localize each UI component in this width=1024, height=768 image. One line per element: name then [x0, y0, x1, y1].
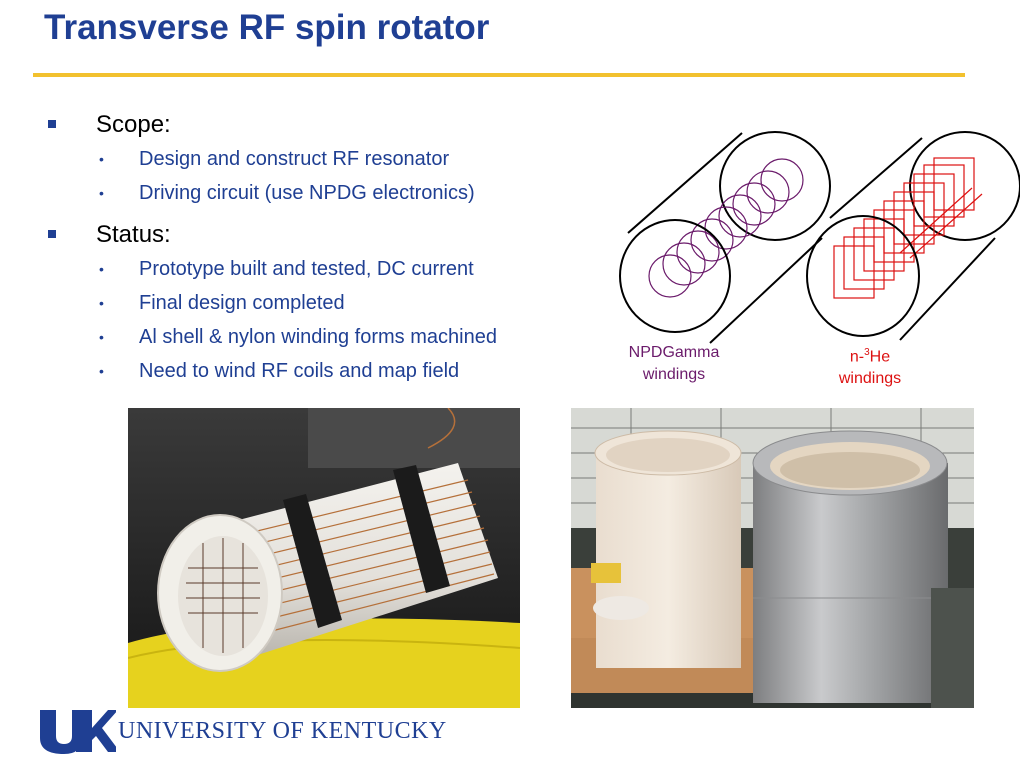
n3he-caption: n-3He windings: [800, 342, 940, 390]
dot-bullet-icon: •: [99, 363, 104, 379]
bullet-scope: Scope:: [44, 108, 614, 142]
dot-bullet-icon: •: [99, 151, 104, 167]
sub-bullet: • Need to wind RF coils and map field: [44, 354, 614, 388]
scope-label: Scope:: [96, 111, 171, 138]
sub-bullet: • Driving circuit (use NPDG electronics): [44, 176, 614, 210]
sub-bullet-text: Al shell & nylon winding forms machined: [139, 326, 497, 348]
sub-bullet: • Design and construct RF resonator: [44, 142, 614, 176]
square-bullet-icon: [48, 120, 56, 128]
sub-bullet: • Final design completed: [44, 286, 614, 320]
bullet-list: Scope: • Design and construct RF resonato…: [44, 108, 614, 388]
npdg-caption: NPDGamma windings: [604, 342, 744, 386]
sub-bullet-text: Prototype built and tested, DC current: [139, 258, 474, 280]
sub-bullet-text: Design and construct RF resonator: [139, 148, 450, 170]
n3he-caption-line1: n-3He: [800, 342, 940, 368]
prototype-coil-photo: [128, 408, 520, 708]
n3he-cylinder: [806, 131, 1020, 341]
dot-bullet-icon: •: [99, 329, 104, 345]
uk-logo-icon: [40, 710, 116, 754]
title-divider: [33, 73, 965, 77]
windings-diagram: [619, 131, 1020, 344]
npdg-cylinder: [619, 131, 831, 344]
n3he-caption-line2: windings: [838, 370, 902, 388]
dot-bullet-icon: •: [99, 295, 104, 311]
npdg-caption-line1: NPDGamma: [628, 344, 720, 361]
sub-bullet: • Al shell & nylon winding forms machined: [44, 320, 614, 354]
slide-title: Transverse RF spin rotator: [44, 8, 490, 47]
sub-bullet-text: Need to wind RF coils and map field: [139, 360, 460, 382]
sub-bullet-text: Driving circuit (use NPDG electronics): [139, 182, 475, 204]
dot-bullet-icon: •: [99, 185, 104, 201]
sub-bullet-text: Final design completed: [139, 292, 345, 314]
npdg-caption-line2: windings: [642, 366, 706, 383]
sub-bullet: • Prototype built and tested, DC current: [44, 252, 614, 286]
square-bullet-icon: [48, 230, 56, 238]
status-label: Status:: [96, 221, 171, 248]
n3he-superscript: 3: [864, 347, 870, 358]
n3he-suffix: He: [869, 348, 891, 366]
nylon-and-aluminum-photo: [571, 408, 974, 708]
bullet-status: Status:: [44, 218, 614, 252]
university-logo: UNIVERSITY OF KENTUCKY: [38, 706, 458, 758]
university-name: UNIVERSITY OF KENTUCKY: [118, 718, 447, 744]
dot-bullet-icon: •: [99, 261, 104, 277]
n3he-prefix: n-: [849, 348, 865, 366]
